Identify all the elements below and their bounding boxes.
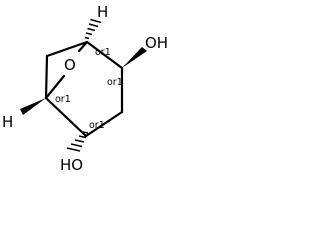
hydroxyl-bottom-label: HO — [60, 156, 83, 174]
bond-c1-c2 — [45, 40, 89, 58]
hash-bond-bottom-ho — [66, 131, 89, 152]
molecule-structure: O H H OH HO or1 or1 or1 or1 — [2, 3, 168, 174]
stereo-descriptors: or1 or1 or1 or1 — [55, 47, 123, 131]
stereo-label-right: or1 — [107, 77, 123, 88]
bond-o-c3 — [44, 74, 66, 100]
atom-labels: O H H OH HO — [2, 3, 168, 174]
wedge-bond-right-oh — [122, 47, 147, 68]
stereo-label-top: or1 — [95, 47, 111, 58]
bond-c6-c7 — [84, 110, 124, 138]
bond-c4-c5 — [85, 40, 124, 70]
stereo-label-left: or1 — [55, 94, 71, 105]
hydroxyl-right-label: OH — [145, 34, 168, 52]
stereo-bonds — [20, 18, 147, 152]
ring-bonds — [44, 40, 124, 138]
hydrogen-top-label: H — [97, 3, 108, 21]
bond-o-c1 — [77, 40, 89, 53]
stereo-label-bottom: or1 — [89, 120, 105, 131]
wedge-bond-left-h — [20, 98, 46, 115]
oxygen-atom-label: O — [64, 56, 76, 74]
hash-bond-top-h — [84, 18, 102, 40]
bond-c2-c3 — [44, 54, 49, 100]
hydrogen-left-label: H — [2, 113, 13, 131]
bond-c7-c3 — [44, 96, 88, 138]
